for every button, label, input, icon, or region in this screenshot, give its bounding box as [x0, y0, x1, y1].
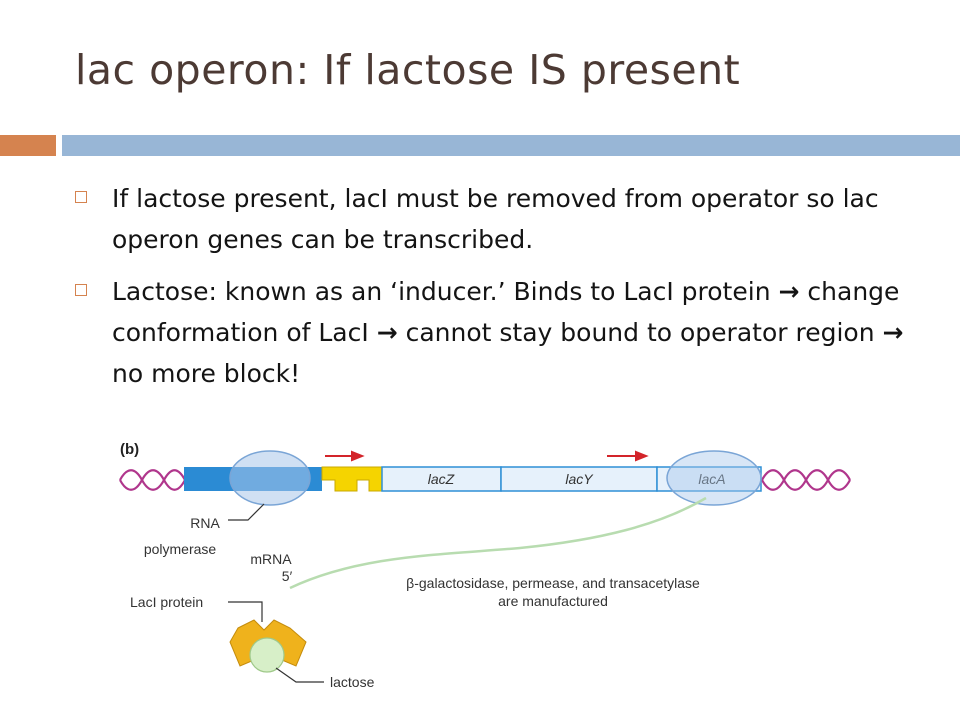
bullet-text-part: change conformation of LacI	[112, 277, 900, 347]
rna-polymerase-shape	[229, 450, 311, 506]
transcription-arrow	[607, 450, 649, 462]
dna-helix-left	[119, 469, 186, 491]
bullet-item: If lactose present, lacI must be removed…	[74, 178, 934, 260]
rna-polymerase-leader-line	[228, 503, 265, 521]
laci-protein-label: LacI protein	[130, 594, 203, 610]
bullet-text: If lactose present, lacI must be removed…	[112, 184, 879, 254]
bullet-item: Lactose: known as an ‘inducer.’ Binds to…	[74, 271, 934, 394]
laca-highlight-ellipse	[666, 450, 762, 506]
slide-title: lac operon: If lactose IS present	[75, 46, 741, 94]
right-arrow-icon: →	[376, 318, 398, 347]
product-label-line1: β-galactosidase, permease, and transacet…	[406, 575, 700, 591]
right-arrow-icon: →	[882, 318, 904, 347]
square-bullet-icon	[75, 191, 87, 203]
right-arrow-icon: →	[778, 277, 800, 306]
rna-polymerase-label-line2: polymerase	[144, 541, 217, 557]
gene-lacy-label: lacY	[565, 471, 594, 487]
lactose-leader-line	[275, 667, 324, 683]
mrna-label-line2: 5′	[282, 568, 293, 584]
mrna-label-line1: mRNA	[250, 551, 292, 567]
gene-lacz-label: lacZ	[428, 471, 455, 487]
laci-leader-line	[228, 601, 263, 622]
square-bullet-icon	[75, 284, 87, 296]
bullet-text-part: no more block!	[112, 359, 301, 388]
gene-lacy-box	[500, 466, 658, 492]
title-divider-bar	[62, 135, 960, 156]
bullet-text-part: cannot stay bound to operator region	[405, 318, 875, 347]
rna-polymerase-label-line1: RNA	[190, 515, 220, 531]
mrna-strand	[289, 496, 707, 590]
bullet-list: If lactose present, lacI must be removed…	[74, 178, 934, 405]
lactose-label: lactose	[330, 674, 375, 690]
panel-label: (b)	[120, 441, 139, 458]
title-accent-bar	[0, 135, 56, 156]
product-label-line2: are manufactured	[498, 593, 608, 609]
bullet-text-part: Lactose: known as an ‘inducer.’ Binds to…	[112, 277, 771, 306]
gene-laca-box	[656, 466, 762, 492]
gene-laca-label: lacA	[698, 471, 725, 487]
lactose-molecule	[249, 637, 285, 673]
transcription-arrow	[325, 450, 365, 462]
operator-region	[321, 466, 383, 492]
dna-helix-right	[761, 469, 851, 491]
lac-operon-diagram: (b) lacZ lacY lacA RNA polymerase mRNA 5…	[119, 441, 851, 690]
